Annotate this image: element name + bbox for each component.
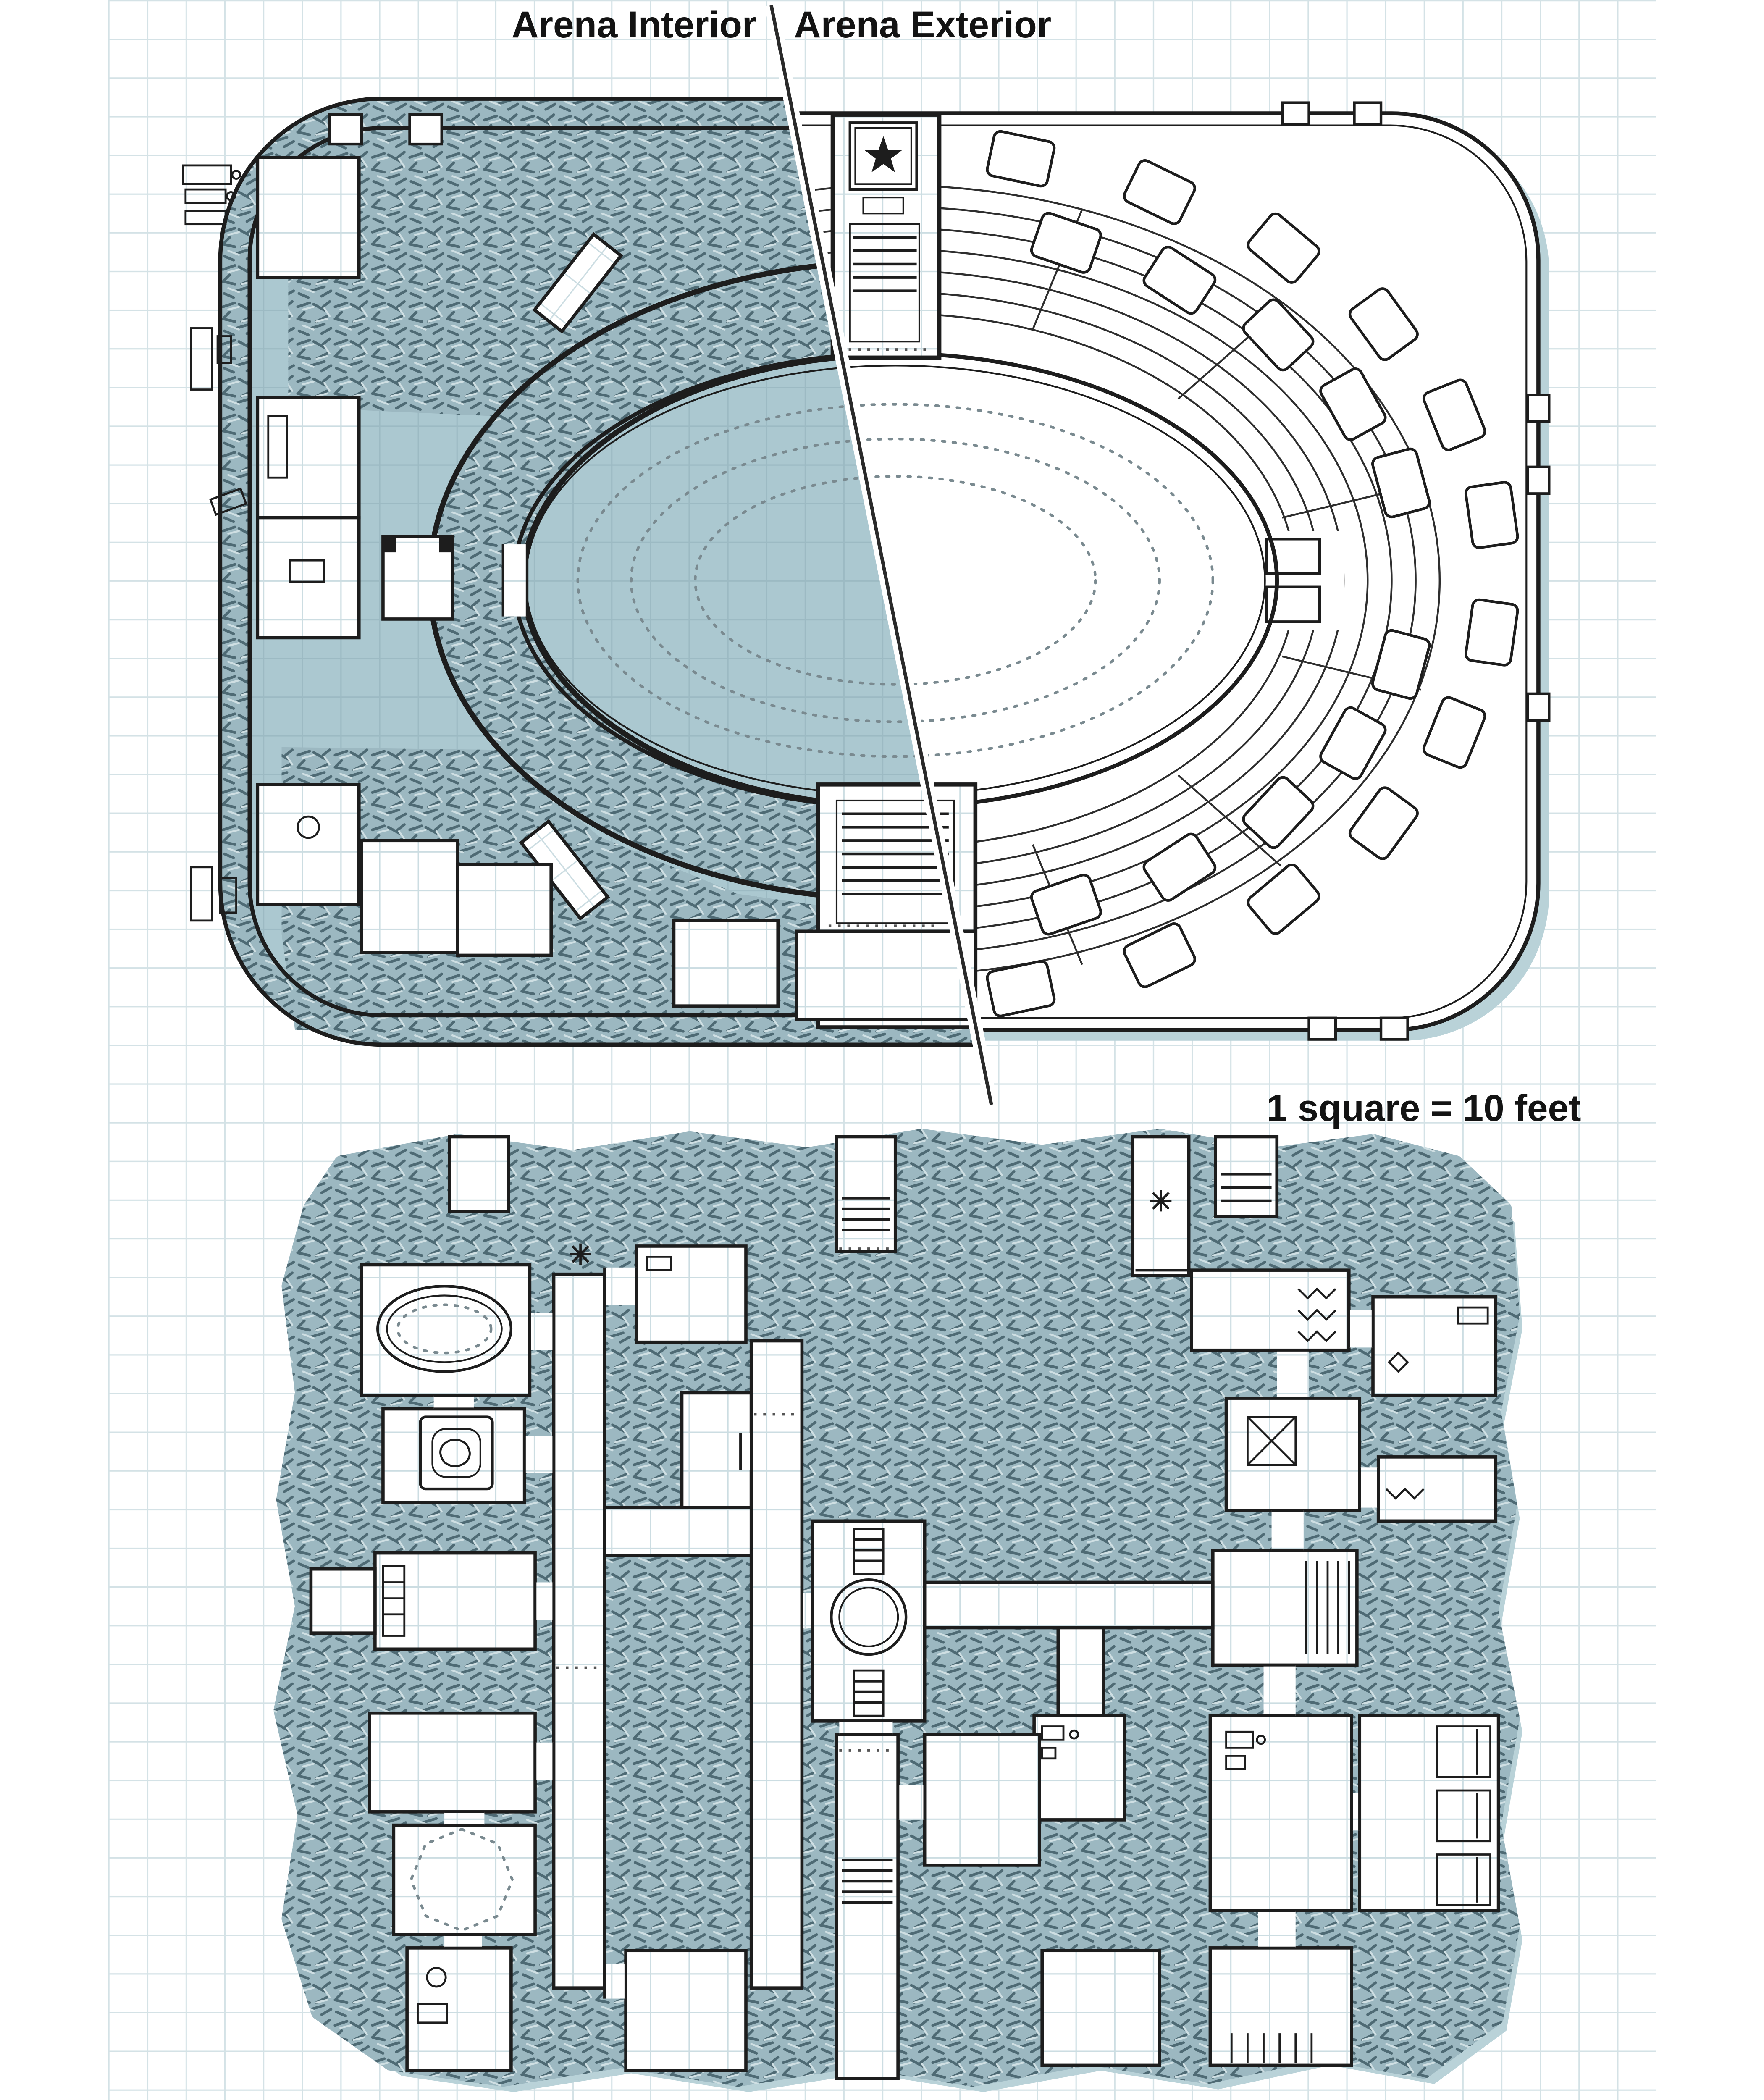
- wall-notches: [1281, 101, 1551, 1041]
- interior-features: [182, 113, 780, 1008]
- grate-lines-icon: [1305, 1561, 1350, 1655]
- arena-map: Arena Interior Arena Exterior: [182, 3, 1551, 1106]
- scale-note: 1 square = 10 feet: [1267, 1087, 1581, 1129]
- curtain-lines-icon: [1297, 1287, 1336, 1342]
- mid-south-room: [923, 1732, 1041, 1867]
- south-stair-corridor: [835, 1732, 900, 2080]
- west-bowl-break: [501, 544, 529, 617]
- west-hall: [368, 1711, 537, 1814]
- storage-room: [635, 1244, 748, 1344]
- northeast-stairs-icon: [1221, 1173, 1272, 1202]
- north-entrance: [830, 113, 942, 360]
- plunge-pool-icon: [419, 1415, 494, 1491]
- octagon-room: [392, 1823, 537, 1936]
- south-room-a: [624, 1949, 748, 2072]
- north-tunnel: [532, 232, 624, 334]
- center-west-corridor: [749, 1339, 804, 1990]
- side-rooms: [256, 113, 780, 1008]
- bench-icons: [382, 1565, 1313, 2063]
- dungeon-doors: [433, 1267, 1380, 1999]
- south-dungeon-stairs-icon: [842, 1858, 893, 1904]
- south-room-b: [1040, 1949, 1161, 2067]
- arena-interior-label: Arena Interior: [512, 3, 756, 45]
- north-dungeon-stairs-icon: [842, 1197, 890, 1232]
- southwest-cell: [405, 1946, 513, 2072]
- dungeon-features: [376, 1173, 1491, 2063]
- quarters-room: [1208, 1714, 1353, 1912]
- north-stairs-icon: [853, 236, 917, 292]
- west-alcove: [309, 1567, 377, 1635]
- furniture-icons: [182, 164, 326, 922]
- dungeon-map: [282, 1137, 1522, 2092]
- north-stair-corridor: [835, 1135, 897, 1253]
- south-stairs-icon: [842, 812, 949, 895]
- east-room-b: [1376, 1455, 1498, 1523]
- barracks-room: [1358, 1714, 1500, 1912]
- northwest-entry: [448, 1135, 510, 1213]
- east-cross-corridor: [923, 1580, 1215, 1630]
- west-gate: [381, 535, 454, 621]
- curtain-room: [1190, 1268, 1351, 1352]
- compass-star-icon: [570, 1243, 591, 1265]
- misc-furniture-icons: [417, 1255, 1489, 2024]
- north-east-stub: [1214, 1135, 1279, 1218]
- central-dais: [830, 1528, 908, 1717]
- octagon-marking: [410, 1827, 514, 1932]
- trap-room: [1224, 1396, 1362, 1512]
- northeast-entry: [1131, 1135, 1191, 1277]
- seating-boxes: [986, 130, 1519, 1018]
- cross-corridor: [603, 1506, 753, 1557]
- bed-icons: [1436, 1725, 1491, 1906]
- star-emblem-icon: [864, 136, 903, 173]
- arena-exterior-label: Arena Exterior: [794, 3, 1051, 45]
- west-corridor: [552, 1272, 606, 1990]
- east-room-a: [1371, 1295, 1498, 1397]
- grate-room: [1211, 1549, 1359, 1667]
- x-table-icon: [1247, 1416, 1297, 1466]
- pool-room: [381, 1407, 526, 1504]
- connector-stub: [1056, 1626, 1105, 1717]
- divider-line: [764, 4, 998, 1106]
- bath-tub-icon: [376, 1285, 513, 1373]
- guard-room: [1032, 1714, 1126, 1822]
- compass-star-icon: [1150, 1190, 1172, 1212]
- east-gate: [1250, 531, 1344, 630]
- bench-room: [373, 1551, 537, 1651]
